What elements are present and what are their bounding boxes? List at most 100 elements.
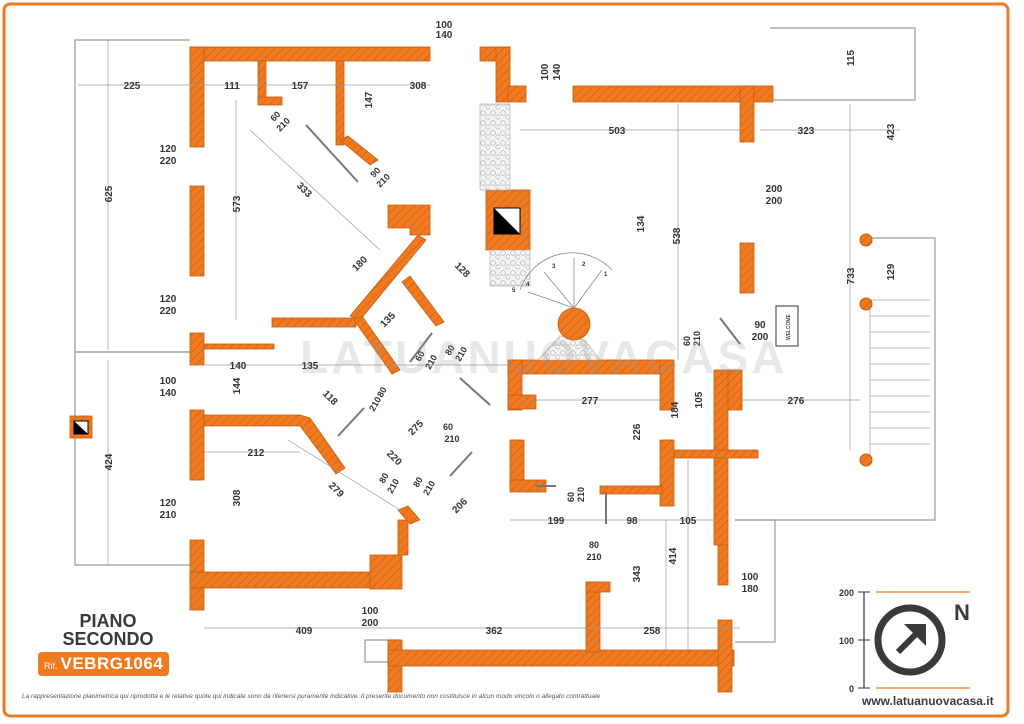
svg-text:90: 90: [754, 320, 766, 331]
welcome-sign-label: WELCOME: [786, 314, 792, 341]
svg-text:140: 140: [160, 388, 177, 399]
svg-text:199: 199: [548, 516, 565, 527]
spiral-staircase: [519, 252, 613, 341]
column: [859, 233, 873, 247]
svg-text:220: 220: [160, 156, 177, 167]
svg-text:60: 60: [682, 336, 692, 346]
svg-text:333: 333: [294, 180, 314, 200]
svg-text:60: 60: [443, 422, 453, 432]
svg-text:323: 323: [798, 126, 815, 137]
svg-text:424: 424: [104, 453, 115, 470]
svg-text:4: 4: [526, 282, 530, 288]
svg-text:343: 343: [632, 565, 643, 582]
stone-wall: [479, 103, 511, 191]
watermark: LATUANUOVACASA: [300, 331, 788, 383]
svg-text:573: 573: [232, 195, 243, 212]
reference-badge: Rif. VEBRG1064: [38, 652, 170, 676]
top-door-1-w: 100: [436, 20, 453, 31]
scale-bar: 200 100 0: [839, 588, 970, 694]
svg-text:220: 220: [384, 448, 404, 468]
top-door-1-h: 140: [436, 30, 453, 41]
svg-text:212: 212: [248, 448, 265, 459]
svg-text:200: 200: [752, 332, 769, 343]
svg-text:5: 5: [512, 288, 516, 294]
dimension-lines: [78, 40, 900, 650]
svg-text:100: 100: [742, 572, 759, 583]
floor-title-line-1: PIANO: [79, 611, 137, 631]
svg-text:157: 157: [292, 81, 309, 92]
svg-text:503: 503: [609, 126, 626, 137]
terrace-outlines: [74, 27, 936, 663]
svg-text:80: 80: [375, 385, 389, 399]
svg-text:210: 210: [576, 487, 586, 502]
reference-prefix: Rif.: [44, 661, 58, 671]
svg-text:210: 210: [160, 510, 177, 521]
svg-text:733: 733: [846, 267, 857, 284]
svg-text:115: 115: [846, 49, 857, 66]
svg-text:129: 129: [886, 263, 897, 280]
svg-text:210: 210: [692, 331, 702, 346]
svg-text:414: 414: [668, 547, 679, 564]
walls: [69, 46, 774, 693]
top-door-2-w: 100: [540, 63, 551, 80]
north-label: N: [954, 600, 970, 625]
svg-text:100: 100: [839, 636, 854, 646]
svg-text:100: 100: [160, 376, 177, 387]
svg-text:147: 147: [364, 91, 375, 108]
svg-text:60: 60: [566, 492, 576, 502]
svg-text:200: 200: [362, 618, 379, 629]
svg-text:80: 80: [443, 343, 457, 357]
svg-text:0: 0: [849, 684, 854, 694]
svg-text:180: 180: [350, 254, 370, 274]
svg-text:279: 279: [326, 480, 346, 500]
svg-text:140: 140: [230, 361, 247, 372]
svg-text:80: 80: [411, 475, 425, 489]
svg-text:206: 206: [450, 496, 470, 516]
svg-text:625: 625: [104, 185, 115, 202]
page-border: [2, 2, 1010, 718]
svg-text:1: 1: [604, 272, 608, 278]
svg-text:200: 200: [766, 196, 783, 207]
svg-text:180: 180: [742, 584, 759, 595]
svg-text:277: 277: [582, 396, 599, 407]
svg-text:3: 3: [552, 264, 556, 270]
reference-code: VEBRG1064: [60, 654, 164, 673]
welcome-sign: [775, 305, 799, 347]
svg-text:362: 362: [486, 626, 503, 637]
disclaimer: La rappresentazione planimetrica qui rip…: [22, 693, 601, 700]
svg-text:135: 135: [378, 310, 398, 330]
svg-text:200: 200: [766, 184, 783, 195]
svg-text:111: 111: [224, 81, 240, 92]
column: [859, 297, 873, 311]
svg-text:144: 144: [232, 377, 243, 394]
svg-text:220: 220: [160, 306, 177, 317]
svg-text:275: 275: [406, 418, 426, 438]
svg-text:120: 120: [160, 144, 177, 155]
svg-text:210: 210: [586, 552, 601, 562]
column: [859, 453, 873, 467]
svg-text:308: 308: [232, 489, 243, 506]
svg-text:538: 538: [672, 227, 683, 244]
svg-text:409: 409: [296, 626, 313, 637]
svg-text:210: 210: [444, 434, 459, 444]
svg-text:226: 226: [632, 423, 643, 440]
doors: [305, 124, 741, 524]
svg-text:276: 276: [788, 396, 805, 407]
svg-text:423: 423: [886, 123, 897, 140]
svg-text:200: 200: [839, 588, 854, 598]
website-link[interactable]: www.latuanuovacasa.it: [862, 694, 994, 708]
north-compass-icon: N: [874, 600, 970, 676]
svg-text:184: 184: [670, 401, 681, 418]
svg-text:100: 100: [362, 606, 379, 617]
svg-text:105: 105: [694, 391, 705, 408]
svg-text:80: 80: [377, 471, 391, 485]
title-block: PIANO SECONDO Rif. VEBRG1064: [38, 612, 178, 676]
svg-text:2: 2: [582, 262, 586, 268]
svg-text:225: 225: [124, 81, 141, 92]
floor-title-line-2: SECONDO: [62, 629, 154, 649]
svg-text:105: 105: [680, 516, 697, 527]
top-door-2-h: 140: [552, 63, 563, 80]
svg-text:120: 120: [160, 498, 177, 509]
outdoor-stairs: [869, 299, 930, 460]
